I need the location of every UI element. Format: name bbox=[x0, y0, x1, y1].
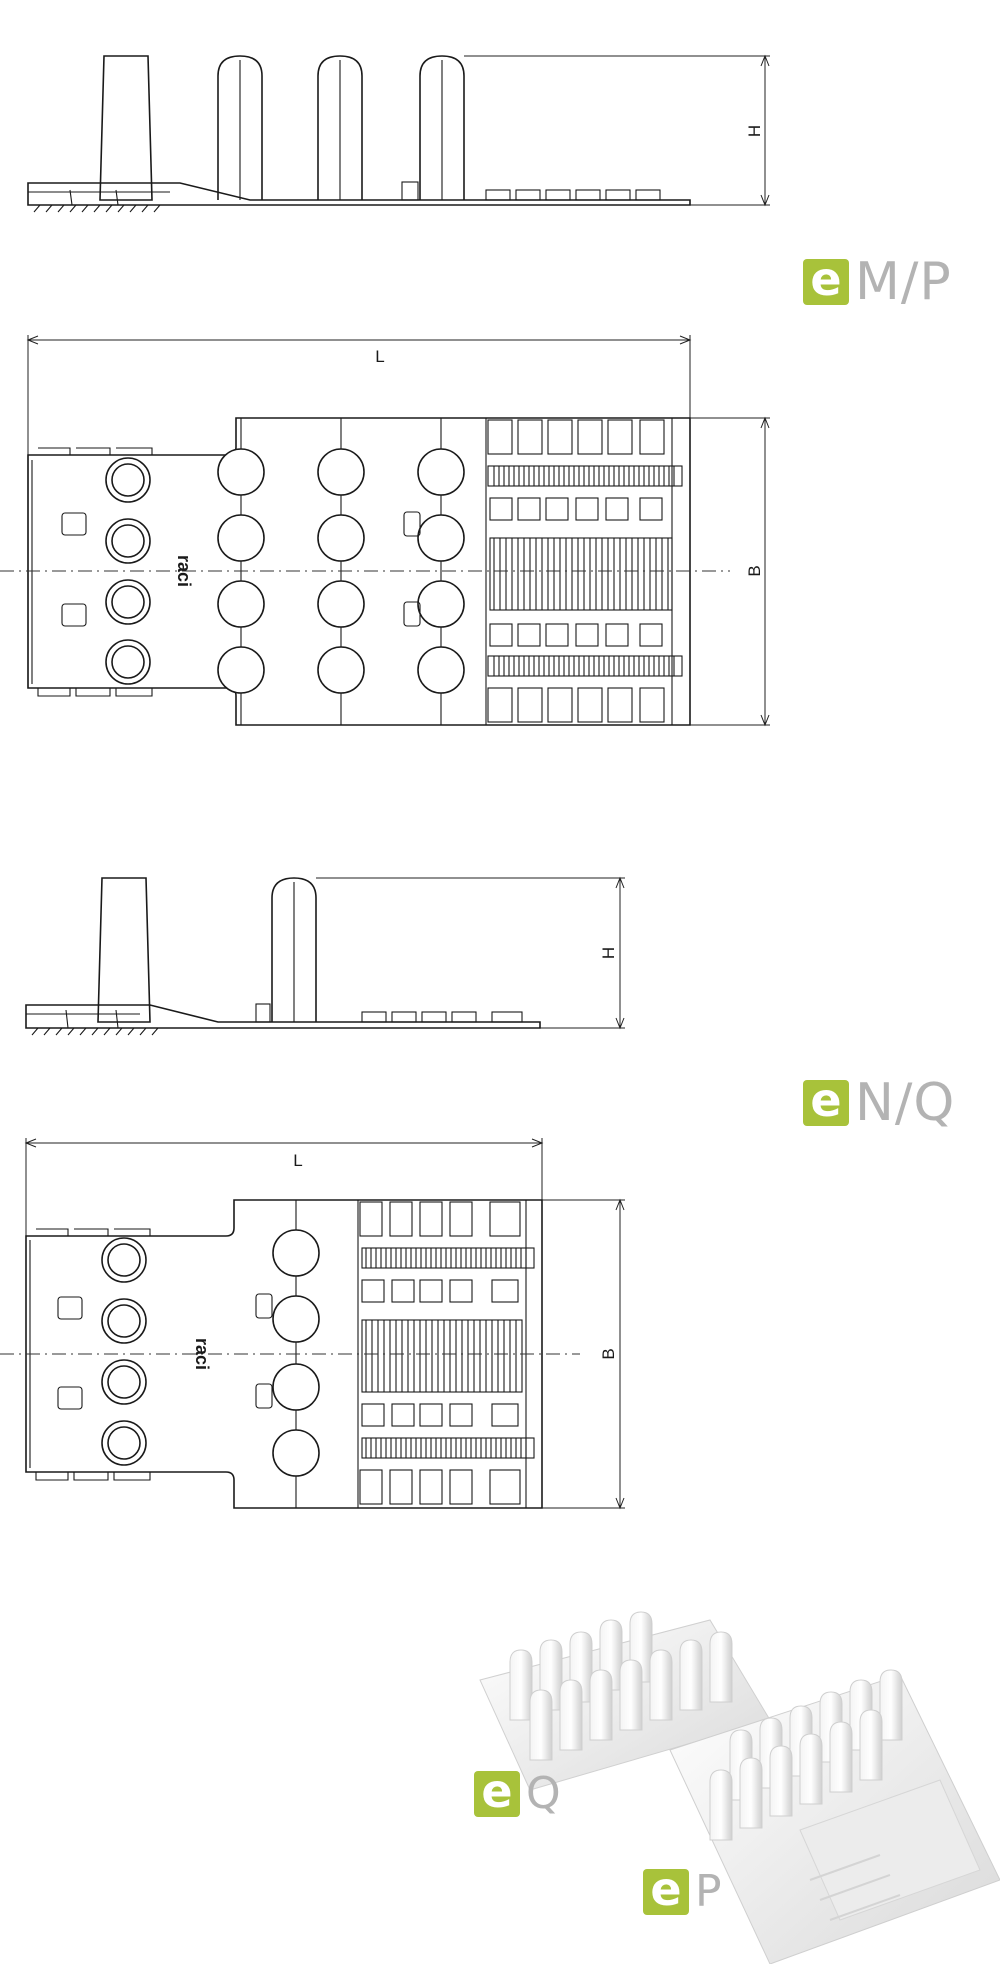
p-model-logo: e P bbox=[643, 1866, 723, 1917]
nq-length-label: L bbox=[293, 1151, 302, 1170]
nq-model-name: N/Q bbox=[855, 1073, 956, 1133]
mp-height-label: H bbox=[745, 125, 764, 137]
mp-model-name: M/P bbox=[855, 252, 952, 312]
mp-brand-mark: raci bbox=[174, 555, 194, 587]
q-model-name: Q bbox=[526, 1768, 562, 1819]
e-brand-icon: e bbox=[474, 1768, 520, 1817]
nq-height-label: H bbox=[599, 947, 618, 959]
product-photo bbox=[479, 1611, 1000, 1964]
p-model-name: P bbox=[695, 1866, 723, 1917]
nq-width-label: B bbox=[599, 1348, 618, 1359]
mp-side-view bbox=[27, 54, 770, 213]
mp-model-logo: e M/P bbox=[803, 252, 952, 312]
mp-top-view bbox=[0, 335, 770, 727]
mp-width-label: B bbox=[745, 565, 764, 576]
q-model-logo: e Q bbox=[474, 1768, 562, 1819]
mp-length-label: L bbox=[375, 347, 384, 366]
nq-side-view bbox=[25, 876, 625, 1036]
e-brand-icon: e bbox=[803, 1077, 849, 1126]
e-brand-icon: e bbox=[803, 256, 849, 305]
nq-model-logo: e N/Q bbox=[803, 1073, 955, 1133]
e-brand-icon: e bbox=[643, 1866, 689, 1915]
nq-brand-mark: raci bbox=[192, 1338, 212, 1370]
nq-top-view bbox=[0, 1138, 625, 1510]
